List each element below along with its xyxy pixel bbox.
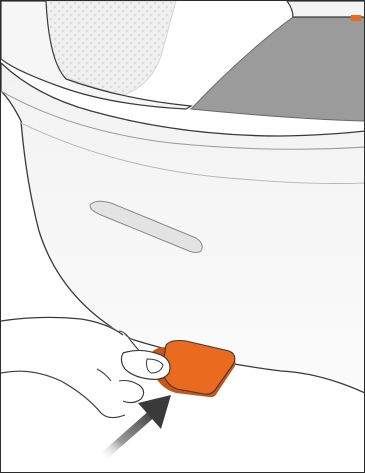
helmet-visor-top-band [287,1,365,17]
helmet-visor [191,17,365,121]
orange-accent [351,15,361,21]
